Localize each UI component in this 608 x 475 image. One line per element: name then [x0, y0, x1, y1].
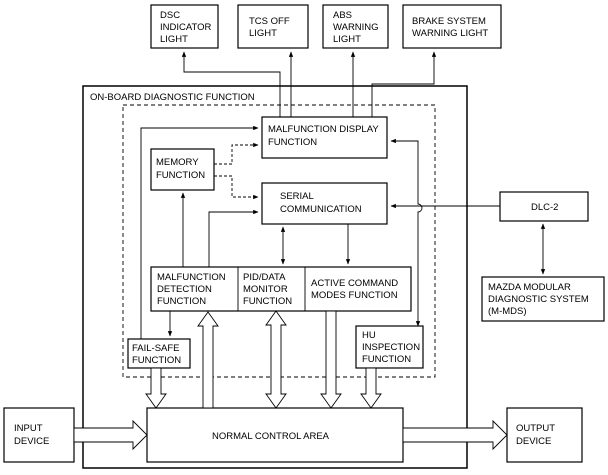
output-device-box: OUTPUT DEVICE: [506, 407, 583, 463]
svg-text:COMMUNICATION: COMMUNICATION: [280, 204, 362, 215]
svg-text:WARNING LIGHT: WARNING LIGHT: [412, 28, 488, 39]
obd-dashed-region: [122, 104, 436, 378]
svg-text:ACTIVE COMMAND: ACTIVE COMMAND: [311, 278, 398, 289]
normal-control-area-box: NORMAL CONTROL AREA: [146, 407, 404, 463]
fail-safe-function-box: FAIL-SAFE FUNCTION: [127, 338, 191, 369]
malfunction-display-function-box: MALFUNCTION DISPLAY FUNCTION: [261, 116, 388, 159]
obd-frame: [82, 85, 468, 469]
brake-system-warning-light-box: BRAKE SYSTEM WARNING LIGHT: [402, 4, 502, 49]
memory-to-serial-dashed: [214, 175, 259, 200]
hu-to-normal-hollow-arrow: [360, 367, 382, 409]
svg-text:DETECTION: DETECTION: [157, 284, 212, 295]
normal-to-detection-hollow-arrow: [197, 311, 219, 409]
svg-text:MEMORY: MEMORY: [156, 157, 199, 168]
svg-text:NORMAL CONTROL AREA: NORMAL CONTROL AREA: [212, 431, 330, 442]
dsc-indicator-light-box: DSC INDICATOR LIGHT: [150, 4, 219, 49]
function-row: [150, 266, 412, 312]
malfunction-detection-function: MALFUNCTION DETECTION FUNCTION: [157, 272, 226, 307]
svg-text:HU: HU: [362, 330, 376, 341]
memory-to-display-dashed: [214, 142, 259, 165]
svg-text:MONITOR: MONITOR: [243, 284, 288, 295]
svg-text:INPUT: INPUT: [14, 423, 43, 434]
svg-text:BRAKE SYSTEM: BRAKE SYSTEM: [412, 16, 486, 27]
failsafe-to-display-line: [140, 125, 259, 339]
mazda-modular-diagnostic-system-box: MAZDA MODULAR DIAGNOSTIC SYSTEM (M-MDS): [481, 276, 605, 322]
input-to-normal-hollow-arrow: [73, 419, 148, 451]
active-command-modes-function: ACTIVE COMMAND MODES FUNCTION: [311, 278, 398, 301]
dlc-2-box: DLC-2: [499, 191, 589, 222]
failsafe-to-normal-hollow-arrow: [145, 367, 167, 409]
detection-to-serial-arrow: [208, 209, 259, 267]
svg-text:FUNCTION: FUNCTION: [243, 296, 292, 307]
svg-text:LIGHT: LIGHT: [160, 34, 188, 45]
svg-text:DLC-2: DLC-2: [531, 202, 558, 213]
svg-text:FUNCTION: FUNCTION: [362, 354, 411, 365]
abs-warning-light-box: ABS WARNING LIGHT: [322, 4, 389, 49]
svg-text:FUNCTION: FUNCTION: [157, 296, 206, 307]
tcs-off-light-box: TCS OFF LIGHT: [237, 4, 309, 49]
svg-text:MAZDA MODULAR: MAZDA MODULAR: [488, 282, 571, 293]
svg-text:PID/DATA: PID/DATA: [243, 272, 286, 283]
svg-text:DSC: DSC: [160, 10, 180, 21]
svg-text:FUNCTION: FUNCTION: [132, 355, 181, 366]
svg-text:INSPECTION: INSPECTION: [362, 342, 420, 353]
serial-communication-box: SERIAL COMMUNICATION: [261, 182, 388, 225]
svg-text:LIGHT: LIGHT: [249, 28, 277, 39]
svg-text:DEVICE: DEVICE: [14, 436, 49, 447]
svg-text:(M-MDS): (M-MDS): [488, 306, 527, 317]
svg-text:FUNCTION: FUNCTION: [268, 137, 317, 148]
pid-data-monitor-function: PID/DATA MONITOR FUNCTION: [243, 272, 292, 307]
svg-text:MODES FUNCTION: MODES FUNCTION: [311, 290, 398, 301]
svg-text:FAIL-SAFE: FAIL-SAFE: [132, 343, 180, 354]
svg-text:MALFUNCTION: MALFUNCTION: [157, 272, 226, 283]
hu-inspection-function-box: HU INSPECTION FUNCTION: [355, 325, 424, 369]
input-device-box: INPUT DEVICE: [3, 407, 75, 463]
svg-text:FUNCTION: FUNCTION: [156, 170, 205, 181]
memory-function-box: MEMORY FUNCTION: [150, 148, 215, 191]
svg-text:MALFUNCTION DISPLAY: MALFUNCTION DISPLAY: [268, 124, 379, 135]
pid-normal-hollow-double-arrow: [265, 310, 287, 409]
svg-text:INDICATOR: INDICATOR: [160, 22, 212, 33]
display-to-lights-connectors: [181, 51, 437, 117]
obd-title: ON-BOARD DIAGNOSTIC FUNCTION: [90, 92, 255, 103]
svg-text:ABS: ABS: [333, 10, 352, 21]
svg-text:LIGHT: LIGHT: [333, 34, 361, 45]
svg-text:DIAGNOSTIC SYSTEM: DIAGNOSTIC SYSTEM: [488, 294, 589, 305]
normal-to-output-hollow-arrow: [402, 419, 508, 451]
active-to-normal-hollow-arrow: [320, 310, 342, 409]
svg-text:DEVICE: DEVICE: [516, 436, 551, 447]
svg-text:WARNING: WARNING: [333, 22, 379, 33]
svg-text:SERIAL: SERIAL: [280, 191, 314, 202]
svg-text:TCS OFF: TCS OFF: [249, 16, 290, 27]
svg-text:OUTPUT: OUTPUT: [516, 423, 555, 434]
hu-to-display-line: [390, 138, 423, 327]
